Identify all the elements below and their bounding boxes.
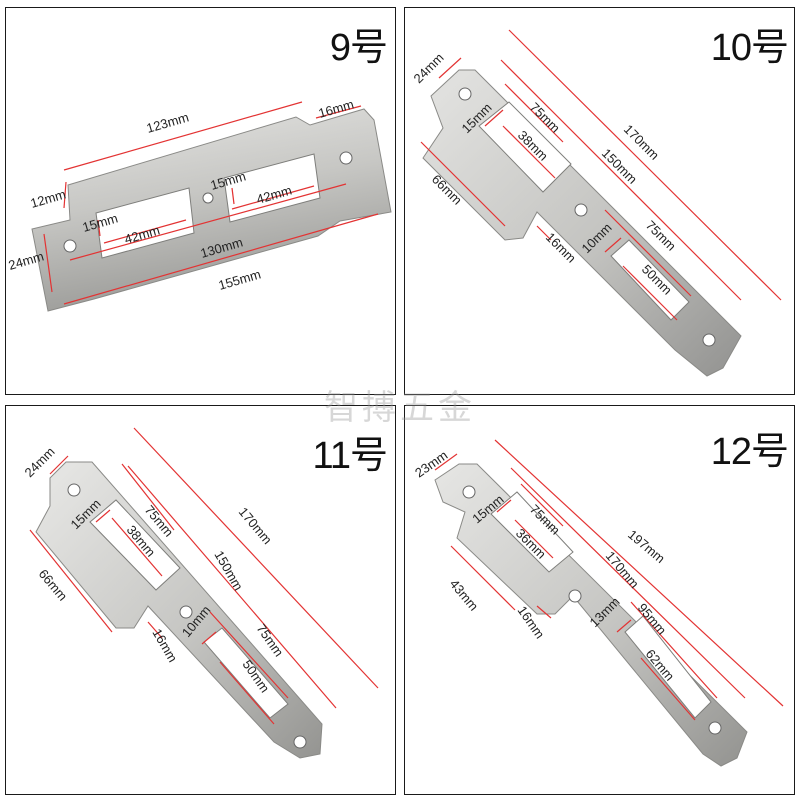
dimension-line: [147, 621, 163, 639]
panel-plate-10: 24mm 15mm 75mm 38mm 170mm 150mm 66mm 16m…: [404, 7, 795, 395]
dimension-line: [496, 499, 512, 513]
dimension-line: [420, 141, 506, 227]
screw-hole: [339, 151, 353, 165]
dimension-line: [219, 661, 275, 725]
dimension-line: [121, 463, 175, 531]
panel-plate-9: 123mm 16mm 12mm 15mm 42mm 15mm 42mm 24mm…: [5, 7, 396, 395]
dimension-line: [95, 509, 111, 523]
dimension-line: [630, 601, 718, 699]
dimension-line: [510, 467, 746, 699]
slot-bottom: [624, 615, 712, 719]
dimension-line: [504, 83, 564, 143]
dimension-line: [438, 57, 462, 79]
dimension-line: [231, 185, 315, 210]
dimension-line: [514, 519, 554, 559]
dimension-line: [49, 455, 69, 475]
dimension-line: [450, 545, 516, 611]
dimension-line: [133, 427, 379, 689]
strike-plate-12-diagram: 23mm 15mm 75mm 36mm 197mm 170mm 43mm 16m…: [412, 439, 784, 767]
dimension-line: [103, 219, 187, 244]
dimension-label: 43mm: [447, 576, 482, 613]
dimension-line: [127, 465, 337, 709]
dimension-line: [520, 483, 564, 527]
dimension-line: [500, 59, 742, 301]
screw-hole: [67, 483, 81, 497]
dimension-line: [29, 529, 113, 633]
dimension-line: [494, 439, 784, 707]
strike-plate-body: [35, 461, 323, 759]
dimension-line: [604, 209, 692, 297]
strike-plate-body: [31, 108, 392, 312]
screw-hole: [179, 605, 193, 619]
dimension-line: [231, 187, 235, 205]
dimension-label: 66mm: [36, 566, 71, 603]
screw-hole: [202, 192, 214, 204]
dimension-line: [201, 631, 217, 645]
dimension-group: [420, 29, 782, 321]
dimension-line: [502, 125, 556, 179]
dimension-line: [536, 225, 552, 241]
dimension-label: 150mm: [599, 146, 640, 187]
dimension-group: [434, 439, 784, 721]
dimension-label: 170mm: [621, 122, 662, 163]
dimension-label: 12mm: [29, 187, 68, 211]
screw-hole: [462, 485, 476, 499]
dimension-group: [29, 427, 379, 725]
dimension-label: 150mm: [211, 548, 246, 593]
strike-plate-10-diagram: 24mm 15mm 75mm 38mm 170mm 150mm 66mm 16m…: [411, 29, 782, 377]
dimension-line: [622, 265, 678, 321]
slot-top: [490, 491, 574, 573]
dimension-line: [63, 181, 67, 209]
dimension-line: [69, 183, 347, 261]
screw-hole: [574, 203, 588, 217]
dimension-line: [111, 517, 163, 577]
slot-top: [478, 101, 572, 193]
dimension-group: [43, 101, 379, 305]
dimension-line: [97, 219, 101, 237]
model-number-label: 12号: [710, 431, 789, 473]
slot-left: [95, 187, 195, 259]
screw-hole: [458, 87, 472, 101]
dimension-line: [536, 605, 552, 619]
dimension-label: 155mm: [217, 267, 263, 293]
dimension-line: [484, 109, 504, 127]
screw-hole: [568, 589, 582, 603]
dimension-label: 24mm: [22, 444, 58, 480]
screw-hole: [708, 721, 722, 735]
model-number-label: 10号: [710, 27, 789, 69]
dimension-line: [63, 213, 379, 305]
dimension-line: [616, 619, 632, 633]
screw-hole: [702, 333, 716, 347]
model-number-label: 9号: [329, 27, 388, 69]
dimension-label: 24mm: [411, 50, 447, 86]
screw-hole: [293, 735, 307, 749]
screw-hole: [63, 239, 77, 253]
dimension-line: [63, 101, 303, 171]
panel-plate-11: 24mm 15mm 75mm 38mm 170mm 150mm 66mm 16m…: [5, 405, 396, 795]
dimension-label: 197mm: [625, 527, 668, 566]
dimension-line: [209, 611, 289, 699]
dimension-line: [604, 237, 622, 253]
strike-plate-11-diagram: 24mm 15mm 75mm 38mm 170mm 150mm 66mm 16m…: [22, 427, 379, 759]
model-number-label: 11号: [312, 435, 388, 477]
dimension-line: [640, 657, 696, 721]
dimension-line: [315, 105, 362, 119]
dimension-label: 123mm: [145, 110, 191, 136]
slot-bottom: [610, 239, 690, 321]
dimension-line: [43, 233, 53, 293]
dimension-line: [434, 453, 458, 471]
strike-plate-9-diagram: 123mm 16mm 12mm 15mm 42mm 15mm 42mm 24mm…: [7, 97, 392, 312]
dimension-label: 170mm: [236, 504, 275, 547]
dimension-line: [508, 29, 782, 301]
panel-plate-12: 23mm 15mm 75mm 36mm 197mm 170mm 43mm 16m…: [404, 405, 795, 795]
